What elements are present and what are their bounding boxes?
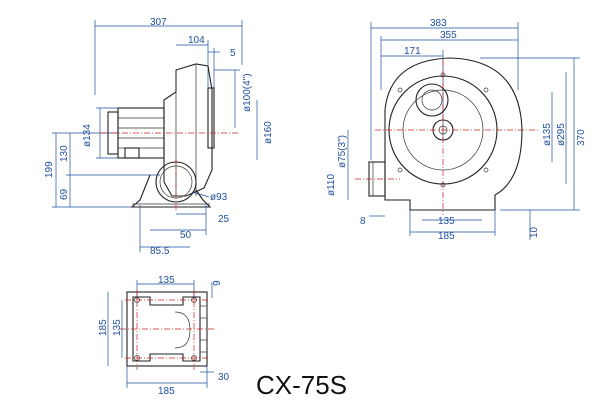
- outlet-flange: [207, 87, 215, 149]
- dim-135-top: 135: [158, 275, 175, 286]
- base-curve: [174, 311, 191, 349]
- outlet-ring-inner: [421, 89, 443, 111]
- dim-8: 8: [360, 216, 366, 227]
- dim-185-bottom: 185: [158, 386, 175, 397]
- model-title: CX-75S: [256, 370, 347, 400]
- bolt-hole: [397, 167, 403, 173]
- base-plate-outline: [126, 291, 208, 367]
- dim-171: 171: [404, 46, 421, 57]
- outlet-ring-outer: [415, 83, 449, 117]
- dim-110: ø110: [326, 174, 337, 196]
- base-tab: [199, 339, 208, 353]
- dim-185-base: 185: [438, 231, 455, 242]
- base-tab: [199, 305, 208, 319]
- leader-line: [191, 191, 210, 198]
- base-stand: [130, 174, 212, 208]
- dim-flange-dia: ø160: [263, 121, 274, 144]
- dim-199: 199: [44, 161, 55, 178]
- blower-housing: [163, 63, 213, 197]
- dim-outlet-dia: ø100(4"): [242, 73, 253, 112]
- dim-motor-dia: ø134: [82, 124, 93, 147]
- base-frame: [132, 296, 201, 362]
- dim-370: 370: [576, 129, 587, 146]
- dim-10: 10: [529, 226, 540, 238]
- dim-50: 50: [180, 230, 192, 241]
- scroll-housing: [384, 57, 523, 211]
- bolt-hole: [397, 87, 403, 93]
- dim-5: 5: [230, 48, 236, 59]
- dim-inlet-dia: ø93: [210, 192, 228, 203]
- dim-9: 9: [212, 280, 223, 286]
- dim-30: 30: [218, 372, 230, 383]
- dim-75: ø75(3"): [337, 135, 348, 168]
- dim-383: 383: [430, 18, 447, 29]
- dim-135-base: 135: [438, 216, 455, 227]
- dim-130: 130: [59, 145, 70, 162]
- dim-135-dia: ø135: [542, 123, 553, 146]
- dim-69: 69: [59, 188, 70, 200]
- dim-185-left: 185: [98, 319, 109, 336]
- dim-307: 307: [150, 17, 167, 28]
- base-view: 135 9 185 135 185 30: [98, 275, 230, 397]
- terminal-box: [124, 147, 140, 159]
- bolt-hole: [483, 167, 489, 173]
- bolt-hole: [483, 87, 489, 93]
- dim-135-left: 135: [112, 319, 123, 336]
- dim-104: 104: [188, 35, 205, 46]
- dim-85-5: 85.5: [150, 246, 170, 257]
- side-view: 307 104 5 ø100(4") ø160 ø134 199 130 69: [44, 17, 274, 257]
- dim-295-dia: ø295: [556, 123, 567, 146]
- front-view: 383 355 171 ø135 ø295 370 ø75(3") ø110: [326, 18, 587, 242]
- dim-355: 355: [440, 30, 457, 41]
- dim-25: 25: [218, 214, 230, 225]
